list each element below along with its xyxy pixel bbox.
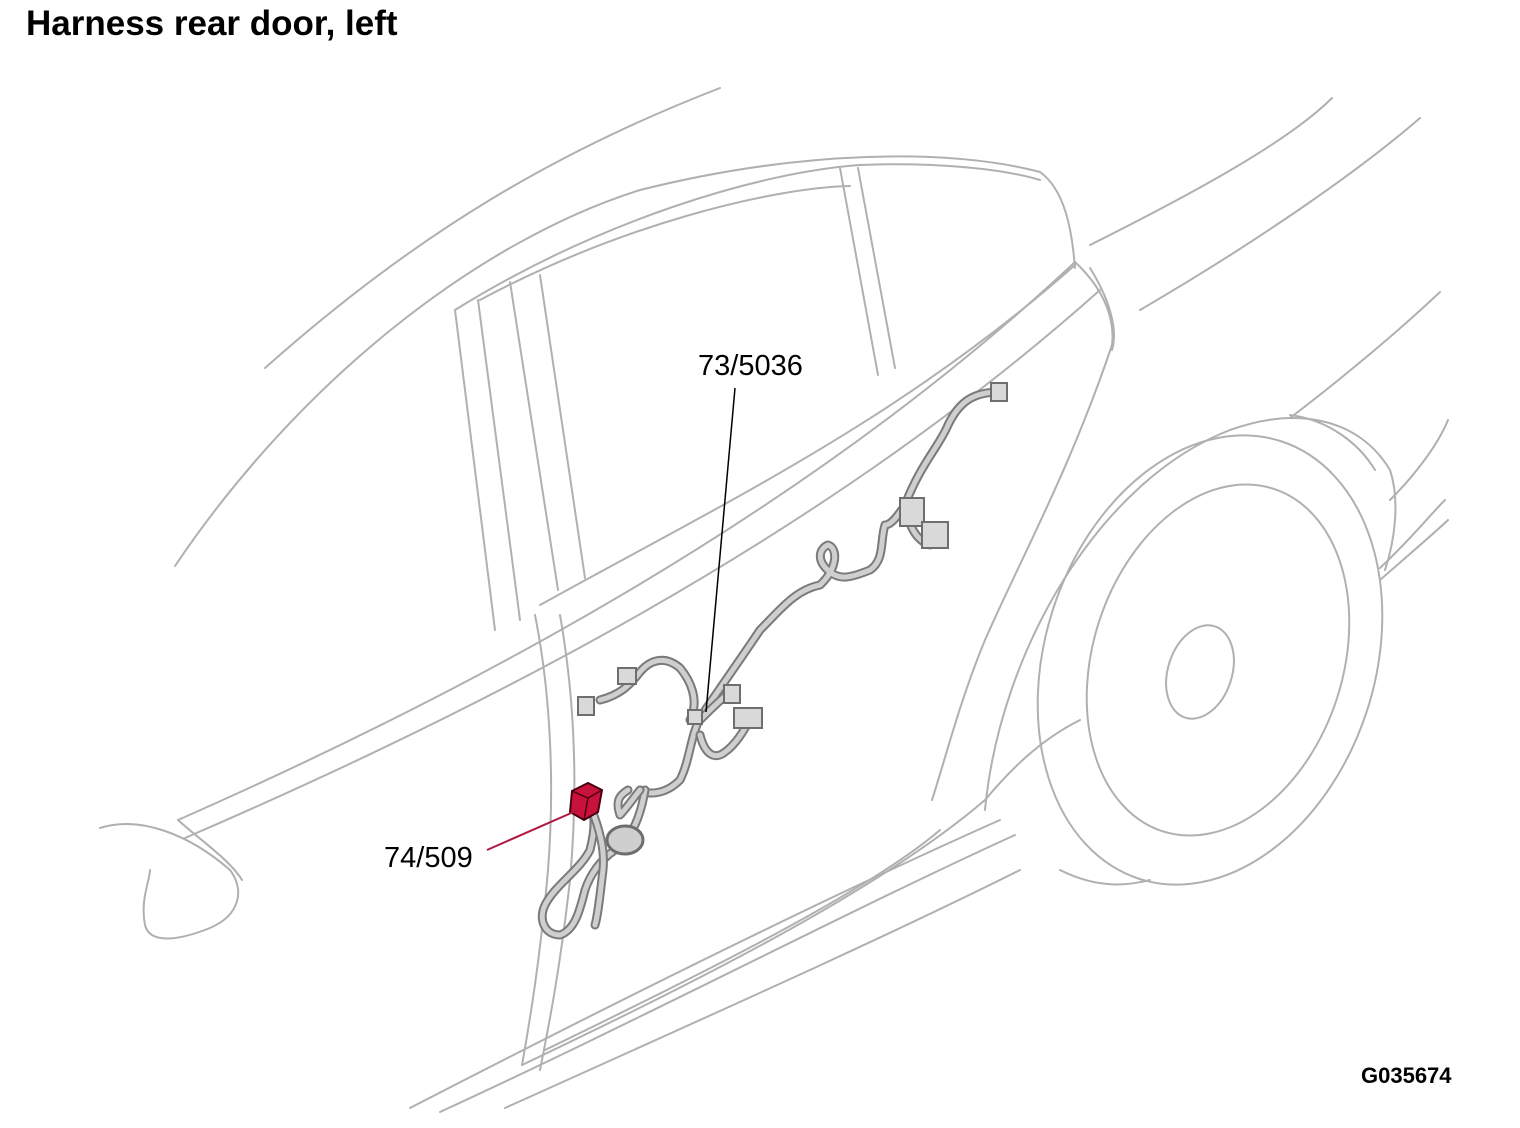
connector: [617, 667, 637, 685]
connector: [990, 382, 1008, 402]
callout-74-509: 74/509: [384, 842, 473, 874]
connector: [733, 707, 763, 729]
connector: [899, 497, 925, 527]
drawing-code: G035674: [1361, 1063, 1452, 1088]
callout-73-5036: 73/5036: [698, 350, 803, 382]
connector: [687, 709, 703, 725]
connector: [723, 684, 741, 704]
diagram-title: Harness rear door, left: [26, 4, 398, 43]
leader-line-73-5036: [705, 387, 736, 713]
wiring-harness: [537, 382, 1008, 940]
connector: [921, 521, 949, 549]
car-body-outline: [99, 87, 1449, 1113]
connector: [577, 696, 595, 716]
leader-line-74-509: [486, 809, 579, 851]
